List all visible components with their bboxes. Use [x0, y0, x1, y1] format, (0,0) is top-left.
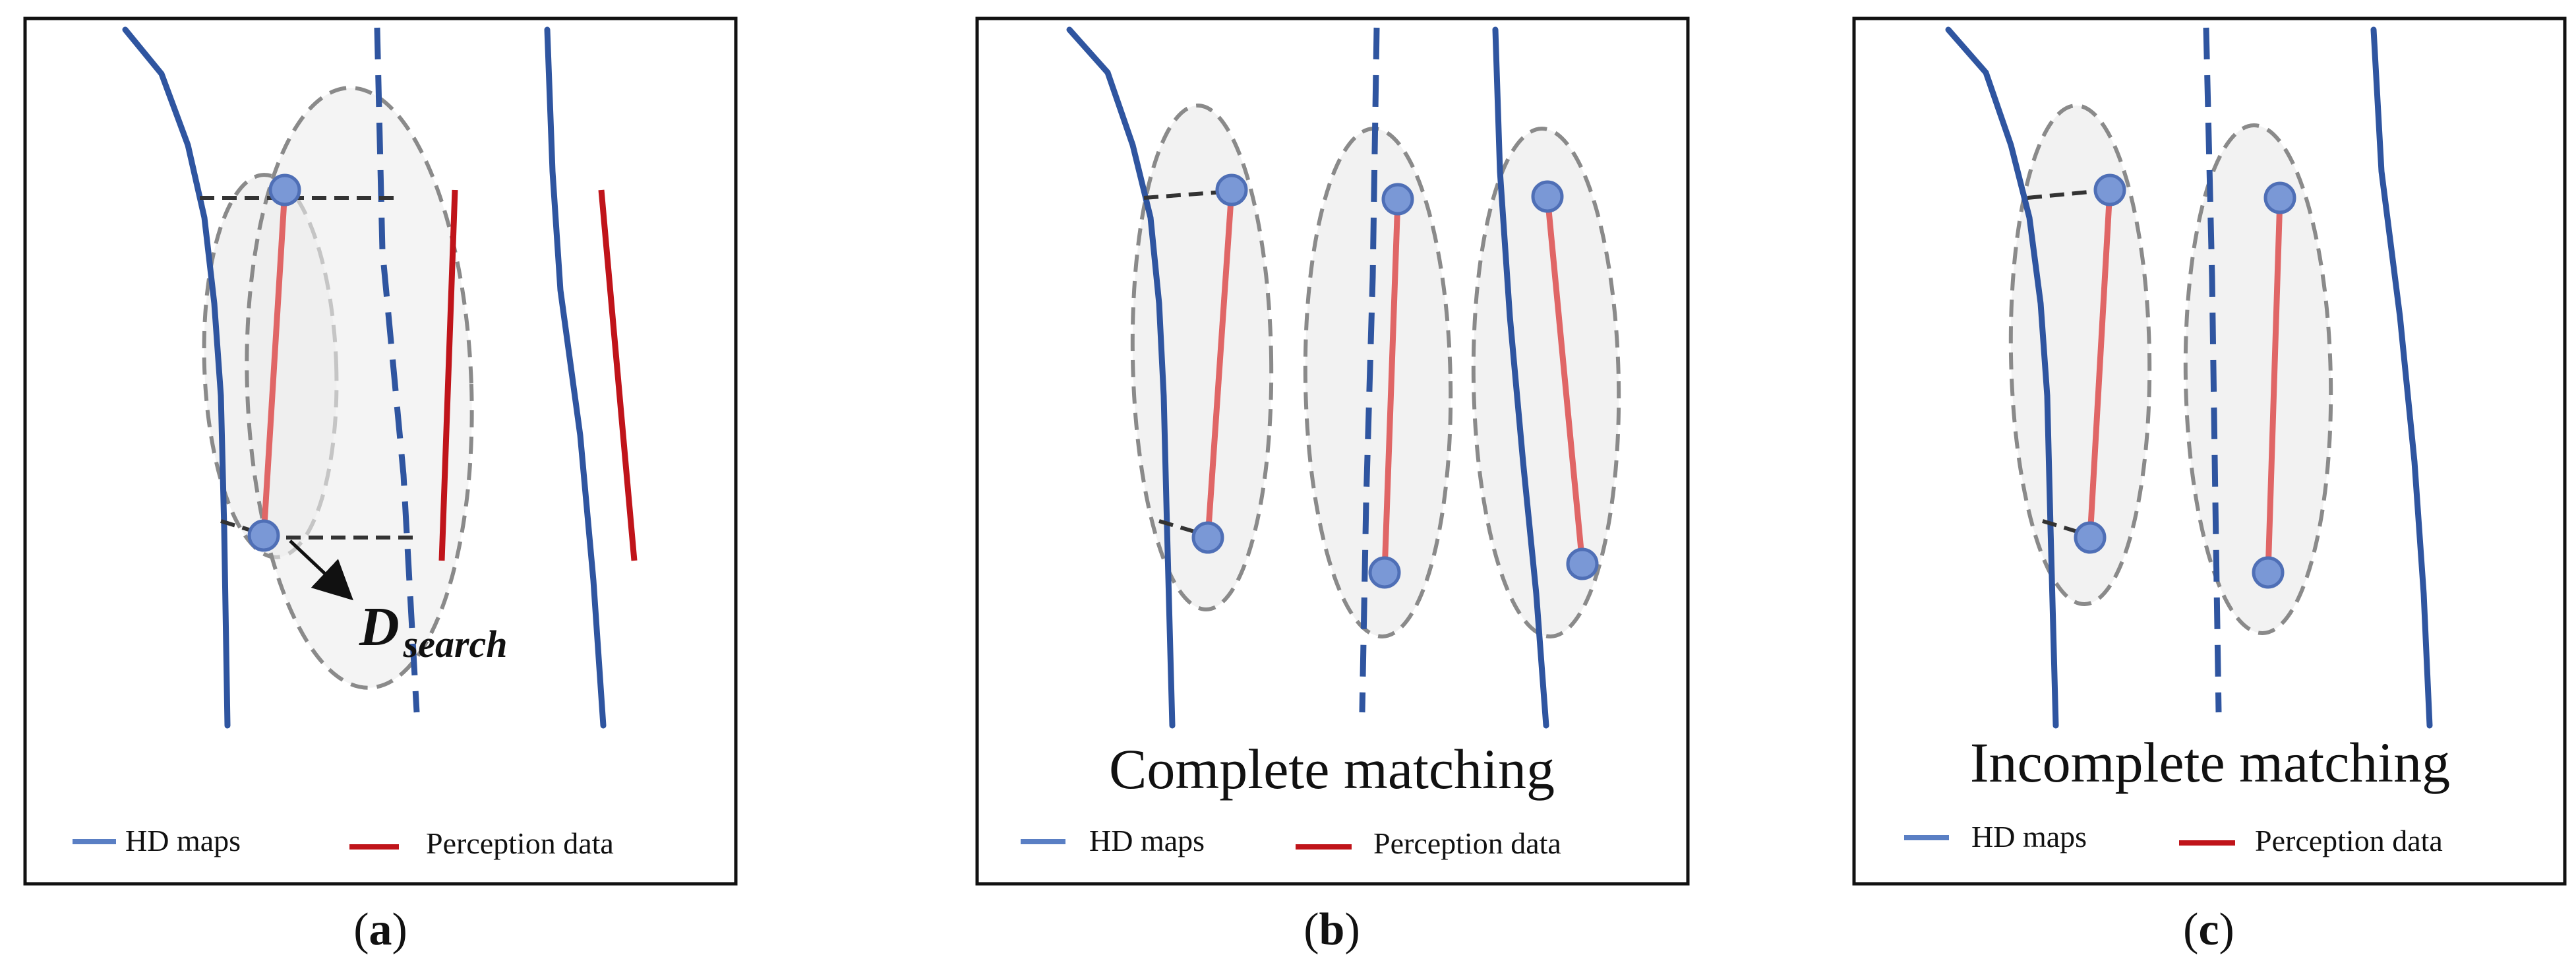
search-radius-arrow: [289, 540, 353, 601]
hd-lane-left: [1066, 26, 1176, 729]
perception-node-top: [268, 173, 301, 206]
hd-lane-right: [1492, 26, 1549, 729]
perception-node: [1191, 521, 1224, 554]
perception-node: [1531, 180, 1564, 213]
perception-node: [2093, 173, 2126, 206]
perception-segment-1: [1205, 189, 1235, 538]
hd-lane-center-dashed: [2203, 27, 2222, 713]
legend-hd-label: HD maps: [125, 824, 241, 857]
panel-b-caption: (b): [1303, 904, 1360, 955]
search-ellipse-right: [245, 86, 474, 690]
hd-lane-left: [1945, 26, 2059, 729]
legend-perception-label: Perception data: [2255, 824, 2443, 857]
legend-perception-label: Perception data: [426, 826, 614, 860]
perception-node: [1215, 173, 1248, 206]
perception-line-right: [598, 189, 638, 561]
perception-node: [2263, 181, 2296, 214]
hd-lane-right: [544, 26, 607, 729]
legend-hd-label: HD maps: [1971, 820, 2087, 853]
perception-node: [1381, 183, 1414, 216]
panel-b-subtitle: Complete matching: [1109, 737, 1555, 801]
perception-segment-2: [2265, 197, 2283, 573]
legend-perception-label: Perception data: [1373, 826, 1561, 860]
panel-a-caption: (a): [353, 904, 407, 955]
connector-bottom: [1158, 519, 1209, 538]
perception-segment-1: [2087, 189, 2113, 538]
connector-bottom: [2042, 519, 2091, 538]
match-ellipse-1: [2008, 104, 2152, 606]
panel-c: Incomplete matching HD maps Perception d…: [1852, 16, 2567, 886]
match-ellipse-3: [1471, 127, 1621, 638]
perception-line-mid: [438, 189, 458, 561]
perception-node: [2074, 521, 2107, 554]
connector-bottom: [220, 519, 264, 536]
perception-node: [2252, 556, 2285, 589]
perception-segment-2: [1381, 199, 1401, 573]
perception-segment: [260, 189, 288, 536]
match-ellipse-2: [2183, 123, 2333, 635]
perception-node: [1368, 556, 1401, 589]
search-radius-main: D: [359, 596, 400, 658]
perception-node-bottom: [247, 519, 280, 552]
hd-lane-right: [2370, 26, 2433, 729]
panel-c-subtitle: Incomplete matching: [1970, 731, 2450, 794]
perception-node: [1566, 547, 1599, 580]
legend-hd-label: HD maps: [1089, 824, 1205, 857]
perception-segment-3: [1544, 196, 1586, 565]
search-radius-sub: search: [403, 623, 508, 665]
hd-lane-center-dashed: [1359, 27, 1380, 713]
hd-lane-left: [122, 26, 231, 729]
panel-c-caption: (c): [2183, 904, 2234, 955]
hd-lane-center-dashed: [374, 27, 420, 713]
panel-b: Complete matching HD maps Perception dat…: [975, 16, 1690, 886]
